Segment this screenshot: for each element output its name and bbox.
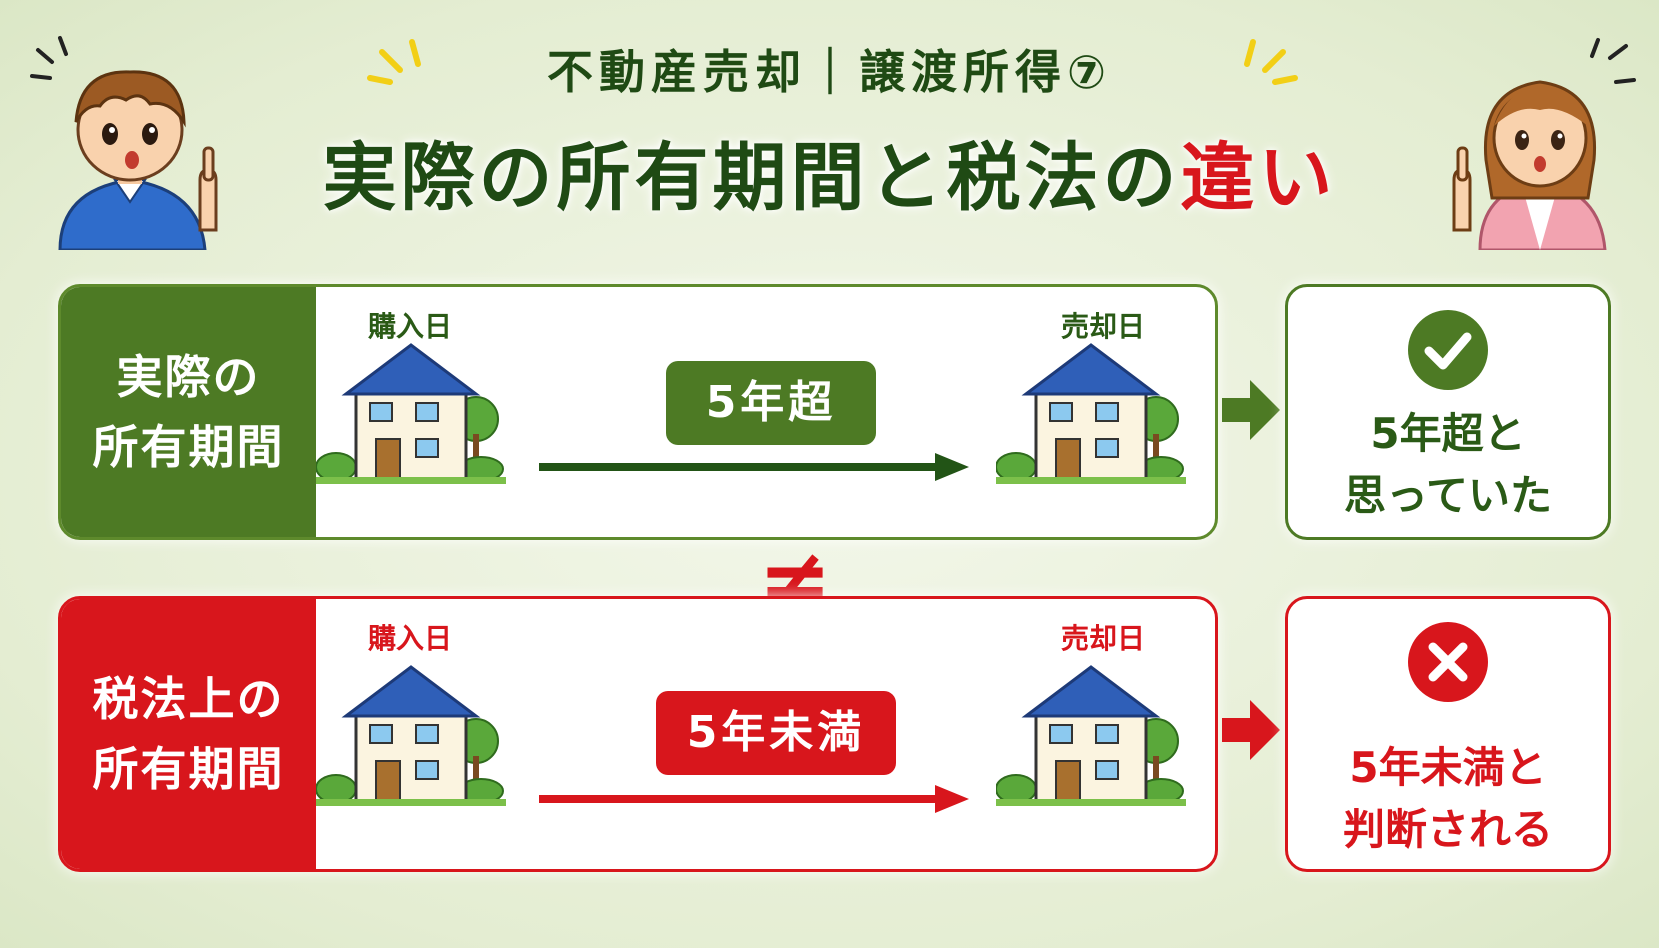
- purchase-house-icon: [316, 665, 506, 806]
- tax-period-panel: 税法上の 所有期間 購入日 売却日 5年未満: [58, 596, 1218, 872]
- sparkle-right-icon: [1244, 39, 1298, 85]
- timeline-arrow: [539, 785, 969, 813]
- tax-result-line1: 5年未満と: [1349, 743, 1547, 792]
- actual-label-line2: 所有期間: [92, 420, 285, 474]
- tax-period-label: 税法上の 所有期間: [61, 599, 316, 869]
- actual-result-box: 5年超と 思っていた: [1285, 284, 1611, 540]
- girl-illustration: [1452, 38, 1636, 250]
- sale-date-label: 売却日: [1061, 310, 1146, 343]
- purchase-date-label: 購入日: [368, 310, 453, 343]
- period-badge: 5年超: [666, 361, 876, 445]
- sparkle-left-icon: [367, 39, 421, 85]
- purchase-house-icon: [316, 343, 506, 484]
- check-icon: [1408, 310, 1488, 390]
- sale-house-icon: [996, 343, 1186, 484]
- actual-result-line2: 思っていた: [1344, 471, 1552, 520]
- tax-label-line2: 所有期間: [92, 742, 285, 796]
- tax-result-line2: 判断される: [1342, 805, 1553, 854]
- sale-house-icon: [996, 665, 1186, 806]
- tax-result-box: 5年未満と 判断される: [1285, 596, 1611, 872]
- tax-label-line1: 税法上の: [92, 672, 285, 726]
- tax-result-arrow: [1222, 700, 1280, 760]
- actual-label-line1: 実際の: [116, 350, 261, 404]
- actual-period-label: 実際の 所有期間: [61, 287, 316, 537]
- sale-date-label: 売却日: [1061, 622, 1146, 655]
- header: 不動産売却｜譲渡所得⑦ 実際の所有期間と税法の違い: [0, 0, 1659, 250]
- cross-icon: [1408, 622, 1488, 702]
- boy-illustration: [30, 36, 218, 250]
- period-badge: 5年未満: [656, 691, 896, 775]
- timeline-arrow: [539, 453, 969, 481]
- actual-period-panel: 実際の 所有期間 購入日 売却日 5年超: [58, 284, 1218, 540]
- actual-result-arrow: [1222, 380, 1280, 440]
- actual-result-line1: 5年超と: [1370, 409, 1526, 458]
- page-title: 実際の所有期間と税法の違い: [0, 118, 1659, 225]
- title-main: 実際の所有期間と税法の: [322, 135, 1181, 221]
- subtitle: 不動産売却｜譲渡所得⑦: [547, 45, 1112, 99]
- purchase-date-label: 購入日: [368, 622, 453, 655]
- title-highlight: 違い: [1180, 135, 1337, 221]
